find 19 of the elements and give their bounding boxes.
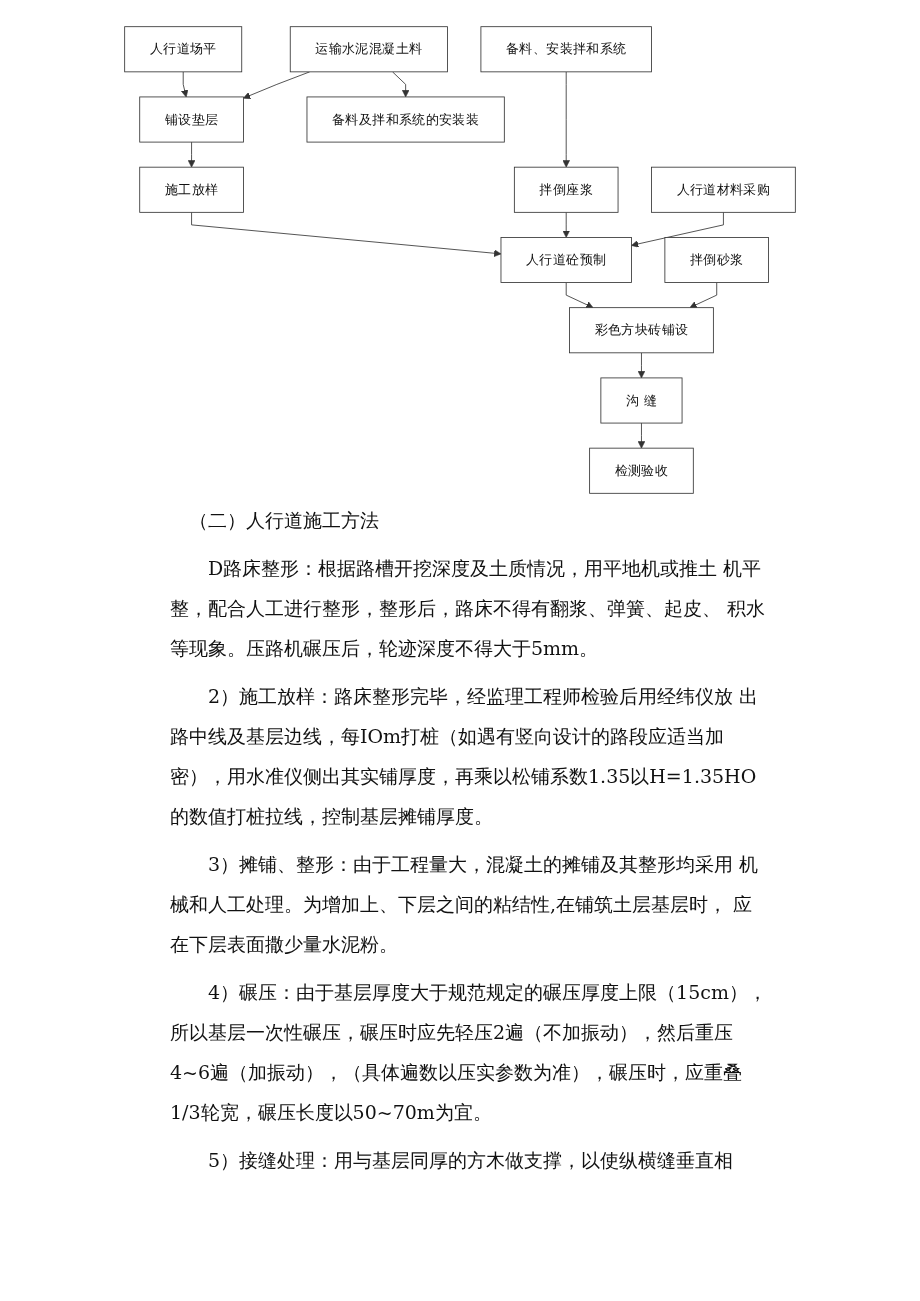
section-heading: （二）人行道施工方法 — [188, 508, 380, 533]
process-box: 备料、安装拌和系统 — [480, 26, 652, 73]
process-box: 运输水泥混凝土料 — [289, 26, 448, 73]
process-box: 人行道材料采购 — [651, 166, 796, 213]
process-box: 人行道场平 — [124, 26, 243, 73]
process-box: 拌倒砂浆 — [664, 237, 769, 283]
process-box: 沟 缝 — [600, 377, 683, 424]
process-box: 人行道砼预制 — [500, 237, 632, 283]
process-box: 彩色方块砖铺设 — [569, 307, 714, 354]
process-box: 拌倒座浆 — [513, 166, 619, 213]
paragraph: 4）碾压：由于基层厚度大于规范规定的碾压厚度上限（15cm），所以基层一次性碾压，碾压时应先轻压2遍（不加振动），然后重压 4~6遍（加振动），（具体遍数以压实参数为准），碾压时，应重叠 1/3轮宽，碾压长度以50~70m为宜。 — [170, 980, 768, 1125]
paragraph: D路床整形：根据路槽开挖深度及土质情况，用平地机或推土 机平整，配合人工进行整形，整形后，路床不得有翻浆、弹簧、起皮、 积水等现象。压路机碾压后，轮迹深度不得大于5mm。 — [170, 556, 767, 661]
paragraph: 5）接缝处理：用与基层同厚的方木做支撑，以使纵横缝垂直相 — [207, 1148, 735, 1173]
paragraph: 2）施工放样：路床整形完毕，经监理工程师检验后用经纬仪放 出路中线及基层边线，每IOm打桩（如遇有竖向设计的路段应适当加密），用水准仪侧出其实铺厚度，再乘以松铺系数1.35以H=1.35HO 的数值打桩拉线，控制基层摊铺厚度。 — [170, 684, 760, 829]
process-box: 备料及拌和系统的安装装 — [306, 96, 505, 143]
paragraph: 3）摊铺、整形：由于工程量大，混凝土的摊铺及其整形均采用 机械和人工处理。为增加上、下层之间的粘结性,在铺筑土层基层时， 应在下层表面撒少量水泥粉。 — [170, 852, 760, 957]
process-box: 施工放样 — [139, 166, 244, 213]
process-box: 铺设垫层 — [139, 96, 244, 143]
process-box: 检测验收 — [589, 447, 694, 494]
